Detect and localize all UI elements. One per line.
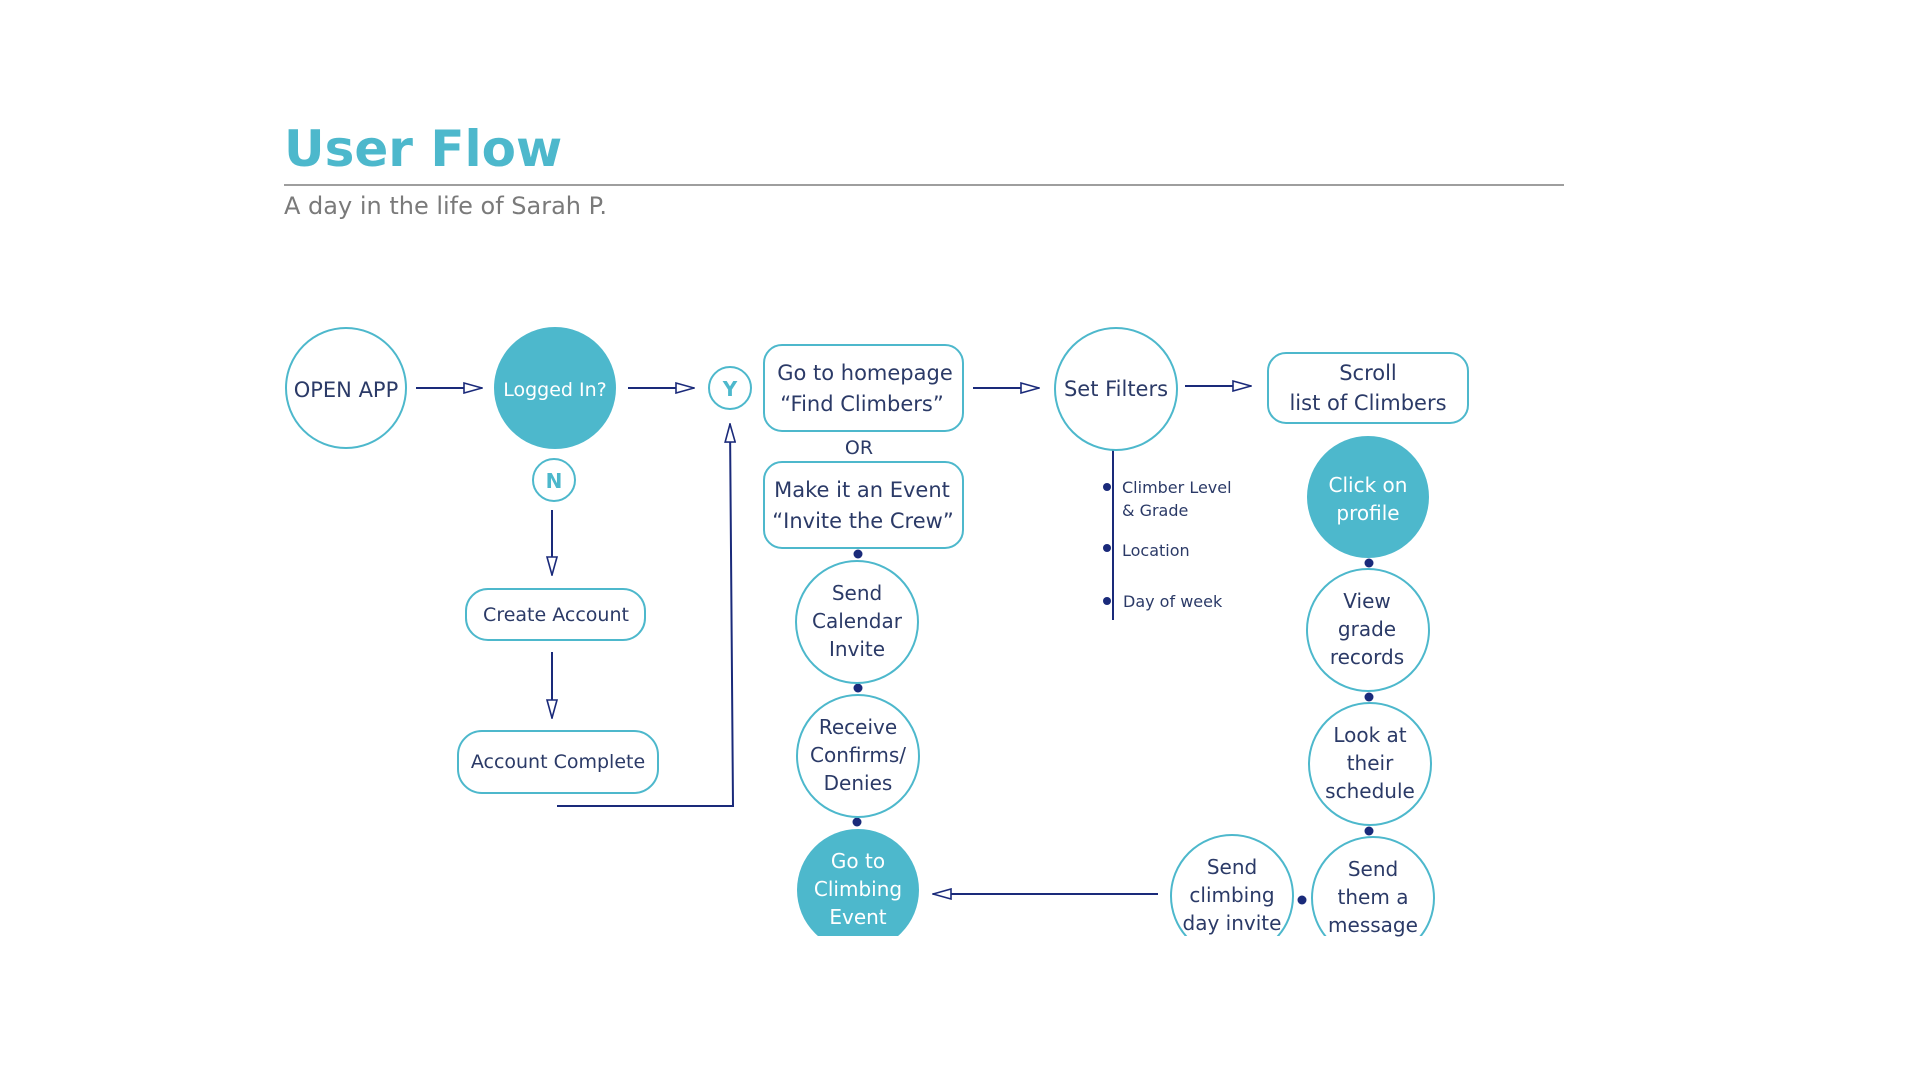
title-divider bbox=[284, 184, 1564, 186]
svg-text:records: records bbox=[1330, 645, 1404, 669]
svg-text:Go to homepage: Go to homepage bbox=[777, 361, 953, 385]
svg-text:profile: profile bbox=[1336, 501, 1399, 525]
svg-text:Y: Y bbox=[722, 377, 738, 401]
connectors bbox=[416, 386, 1251, 894]
svg-text:Send: Send bbox=[832, 581, 882, 605]
svg-text:Set Filters: Set Filters bbox=[1064, 377, 1168, 401]
logged-in-node: Logged In? bbox=[494, 327, 616, 449]
svg-text:grade: grade bbox=[1338, 617, 1396, 641]
svg-text:Go to: Go to bbox=[831, 849, 885, 873]
view-grade-records-node: View grade records bbox=[1306, 568, 1430, 692]
svg-text:Event: Event bbox=[829, 905, 886, 929]
svg-text:Confirms/: Confirms/ bbox=[810, 743, 906, 767]
svg-text:their: their bbox=[1347, 751, 1394, 775]
filter-grade: & Grade bbox=[1122, 501, 1188, 520]
svg-text:Climbing: Climbing bbox=[814, 877, 902, 901]
page-title: User Flow bbox=[284, 120, 563, 178]
svg-text:Look at: Look at bbox=[1333, 723, 1406, 747]
svg-text:Send: Send bbox=[1207, 855, 1257, 879]
svg-text:Scroll: Scroll bbox=[1339, 361, 1397, 385]
filter-day-of-week: Day of week bbox=[1123, 592, 1223, 611]
filter-options: Climber Level & Grade Location Day of we… bbox=[1122, 478, 1232, 611]
connector-dots bbox=[852, 483, 1374, 905]
look-schedule-node: Look at their schedule bbox=[1308, 702, 1432, 826]
svg-text:OPEN APP: OPEN APP bbox=[294, 378, 399, 402]
svg-text:Account Complete: Account Complete bbox=[471, 751, 645, 773]
arrow-complete-to-yes bbox=[557, 424, 733, 807]
svg-text:Calendar: Calendar bbox=[812, 609, 903, 633]
yes-badge: Y bbox=[708, 366, 752, 410]
svg-text:schedule: schedule bbox=[1325, 779, 1415, 803]
or-label: OR bbox=[845, 437, 873, 459]
svg-text:Invite: Invite bbox=[829, 637, 885, 661]
click-profile-node: Click on profile bbox=[1307, 436, 1429, 558]
svg-text:Make it an Event: Make it an Event bbox=[774, 478, 950, 502]
svg-text:View: View bbox=[1343, 589, 1390, 613]
svg-text:day invite: day invite bbox=[1183, 911, 1282, 935]
no-badge: N bbox=[532, 458, 576, 502]
svg-text:message: message bbox=[1328, 913, 1418, 937]
create-account-node: Create Account bbox=[465, 588, 646, 641]
open-app-node: OPEN APP bbox=[285, 327, 407, 449]
filter-climber-level: Climber Level bbox=[1122, 478, 1232, 497]
svg-text:“Invite the Crew”: “Invite the Crew” bbox=[772, 509, 953, 533]
scroll-list-node: Scroll list of Climbers bbox=[1267, 352, 1469, 424]
svg-text:N: N bbox=[546, 469, 563, 493]
svg-text:them a: them a bbox=[1338, 885, 1409, 909]
svg-text:“Find Climbers”: “Find Climbers” bbox=[780, 392, 943, 416]
send-invite-node: Send climbing day invite bbox=[1170, 834, 1294, 936]
make-event-node: Make it an Event “Invite the Crew” bbox=[763, 461, 964, 549]
svg-text:Denies: Denies bbox=[824, 771, 893, 795]
svg-text:Send: Send bbox=[1348, 857, 1398, 881]
send-message-node: Send them a message bbox=[1311, 836, 1435, 937]
svg-text:Create Account: Create Account bbox=[483, 604, 629, 626]
svg-text:list of Climbers: list of Climbers bbox=[1289, 391, 1446, 415]
send-calendar-invite-node: Send Calendar Invite bbox=[795, 560, 919, 684]
svg-text:Click on: Click on bbox=[1329, 473, 1408, 497]
account-complete-node: Account Complete bbox=[457, 730, 659, 794]
svg-text:Receive: Receive bbox=[819, 715, 897, 739]
filter-location: Location bbox=[1122, 541, 1190, 560]
svg-text:climbing: climbing bbox=[1189, 883, 1274, 907]
set-filters-node: Set Filters bbox=[1054, 327, 1178, 451]
svg-text:Logged In?: Logged In? bbox=[503, 379, 607, 401]
receive-confirms-node: Receive Confirms/ Denies bbox=[796, 694, 920, 818]
homepage-node: Go to homepage “Find Climbers” bbox=[763, 344, 964, 432]
page-subtitle: A day in the life of Sarah P. bbox=[284, 192, 608, 220]
go-climbing-event-node: Go to Climbing Event bbox=[797, 829, 919, 936]
